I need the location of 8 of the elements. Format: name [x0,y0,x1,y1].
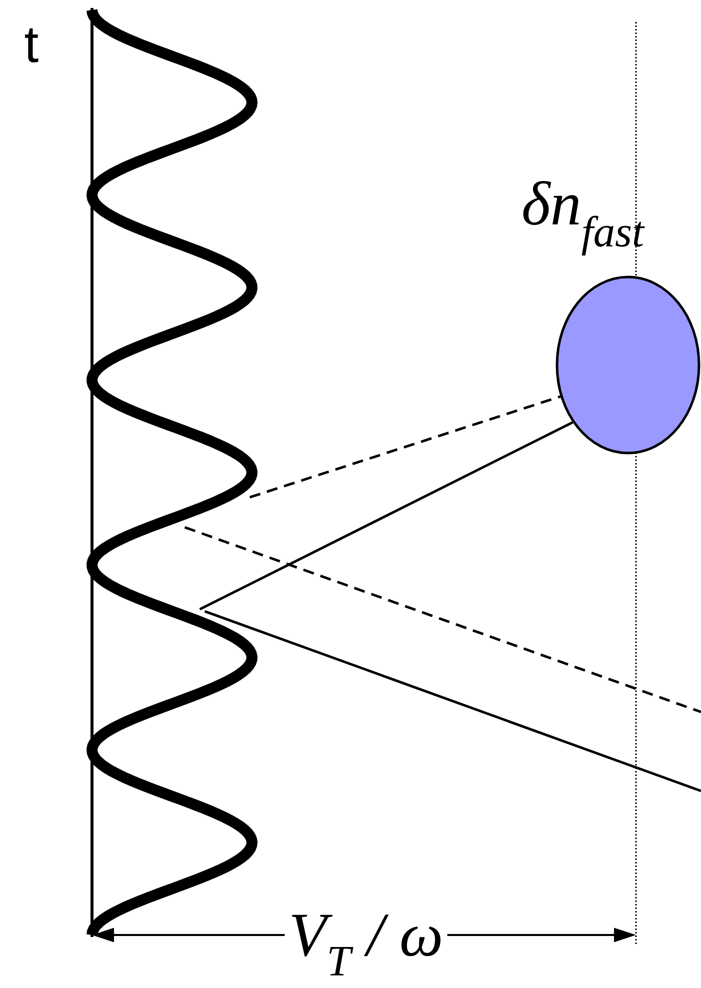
axis-label: t [24,28,38,62]
line [184,526,701,714]
dimension-label: V$_{T}$ / ω [284,910,448,980]
ellipse [556,276,700,454]
line [199,421,574,610]
line [249,395,561,498]
line [204,610,701,792]
symbol-label: δn$_{fast}$ [523,181,645,256]
